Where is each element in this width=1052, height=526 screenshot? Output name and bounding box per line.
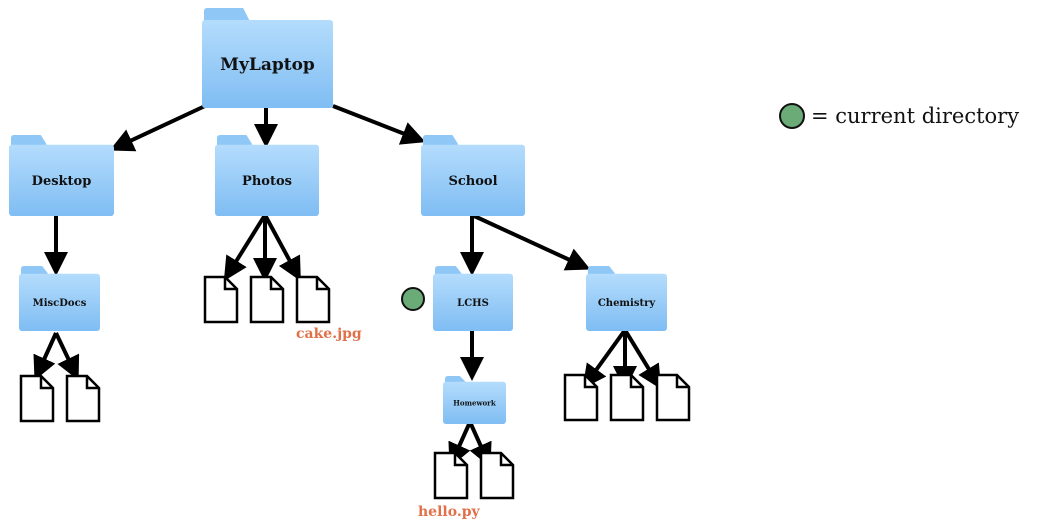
document-fold-icon [629,375,643,389]
document-fold-icon [675,375,689,389]
folder-tab-icon [204,8,250,22]
edge-mylaptop-desktop [109,104,206,152]
document-fold-icon [223,277,237,291]
document-fold-icon [499,453,513,467]
folder-tab-icon [588,266,616,276]
folder-icon [421,144,525,216]
chemistry-file-2-icon [609,373,645,422]
folder-icon [215,144,319,216]
homework-file-2-icon [479,451,515,500]
document-icon [203,275,239,324]
document-fold-icon [453,453,467,467]
document-icon [563,373,599,422]
folder-tab-icon [423,135,459,147]
document-fold-icon [269,277,283,291]
edge-school-chemistry [471,213,591,271]
folder-label-miscdocs: MiscDocs [33,298,87,309]
homework-file-1-icon [433,451,469,500]
miscdocs-file-2-icon [65,374,101,423]
folder-label-mylaptop: MyLaptop [220,55,315,75]
folder-tab-icon [217,135,253,147]
folder-label-chemistry: Chemistry [598,298,656,309]
document-fold-icon [85,376,99,390]
document-icon [479,451,515,500]
folder-icon [586,273,667,331]
folder-label-desktop: Desktop [32,174,92,189]
folder-tab-icon [435,266,462,276]
folder-icon [9,144,114,216]
folder-mylaptop: MyLaptop [202,8,333,108]
edge-chemistry-file3 [623,328,662,390]
folder-label-school: School [448,174,497,189]
folder-label-homework: Homework [453,398,496,407]
edge-miscdocs-file2 [54,332,80,381]
document-fold-icon [315,277,329,291]
chemistry-file-3-icon [655,373,691,422]
legend: = current directory [779,103,1019,129]
document-fold-icon [583,375,597,389]
document-icon [65,374,101,423]
edge-miscdocs-file1 [33,332,58,381]
document-fold-icon [39,376,53,390]
folder-homework: Homework [443,376,506,424]
current-directory-marker [401,287,425,311]
miscdocs-file-1-icon [19,374,55,423]
document-icon [19,374,55,423]
folder-desktop: Desktop [9,135,114,216]
legend-text: = current directory [811,104,1019,128]
folder-label-photos: Photos [242,174,292,189]
folder-icon [202,20,333,108]
photos-file-1-icon [203,275,239,324]
edge-photos-file1 [223,213,267,282]
photos-file-3-icon [295,275,331,324]
edge-chemistry-file1 [582,328,627,389]
folder-school: School [421,135,525,216]
file-label-cake: cake.jpg [296,326,362,342]
document-icon [295,275,331,324]
file-label-hello: hello.py [418,504,480,520]
legend-marker [779,103,805,129]
edge-mylaptop-school [332,104,426,145]
folder-tab-icon [21,266,49,276]
folder-miscdocs: MiscDocs [19,266,100,331]
document-icon [433,451,469,500]
folder-icon [19,273,100,331]
folder-photos: Photos [215,135,319,216]
chemistry-file-1-icon [563,373,599,422]
files [19,275,691,500]
folder-chemistry: Chemistry [586,266,667,331]
document-icon [655,373,691,422]
edge-photos-file3 [263,214,301,282]
document-icon [249,275,285,324]
document-icon [609,373,645,422]
folder-lchs: LCHS [433,266,513,331]
folder-icon [433,273,513,331]
folder-icon [443,381,506,424]
photos-file-2-icon [249,275,285,324]
folder-label-lchs: LCHS [457,298,489,309]
folder-tab-icon [11,135,47,147]
